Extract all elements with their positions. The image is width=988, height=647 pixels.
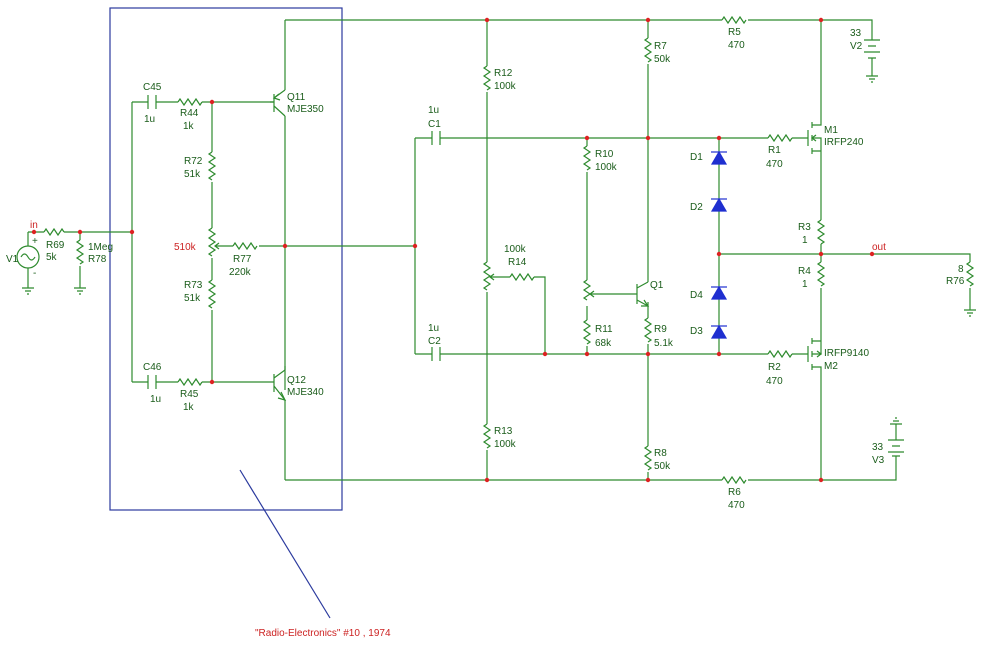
pointer-line <box>239 469 331 619</box>
label-r1-val: 470 <box>766 159 783 170</box>
label-r4-val: 1 <box>802 279 808 290</box>
potentiometers <box>207 227 595 301</box>
label-r1: R1 <box>768 145 781 156</box>
net-in: in <box>30 220 38 231</box>
label-r12: R12 <box>494 68 513 79</box>
label-v3-val: 33 <box>872 442 884 453</box>
capacitors <box>147 95 441 389</box>
label-r10: R10 <box>595 149 614 160</box>
label-q11-val: MJE350 <box>287 104 324 115</box>
label-v2-val: 33 <box>850 28 862 39</box>
diodes <box>710 150 728 339</box>
sources: + - <box>16 39 904 457</box>
label-r3-val: 1 <box>802 235 808 246</box>
label-d3: D3 <box>690 326 703 337</box>
label-c45-val: 1u <box>144 114 155 125</box>
label-c46-val: 1u <box>150 394 161 405</box>
resistors <box>43 15 975 485</box>
outline-box <box>109 7 343 511</box>
label-v2: V2 <box>850 41 863 52</box>
label-m1: M1 <box>824 125 838 136</box>
label-r6: R6 <box>728 487 741 498</box>
label-q1: Q1 <box>650 280 664 291</box>
label-r6-val: 470 <box>728 500 745 511</box>
label-r5: R5 <box>728 27 741 38</box>
label-r8: R8 <box>654 448 667 459</box>
v1-plus: + <box>32 236 38 247</box>
label-c2-val: 1u <box>428 323 439 334</box>
label-d1: D1 <box>690 152 703 163</box>
label-r69: R69 <box>46 240 65 251</box>
label-r9: R9 <box>654 324 667 335</box>
label-q11: Q11 <box>287 92 306 103</box>
label-r72-val: 51k <box>184 169 201 180</box>
label-r45: R45 <box>180 389 199 400</box>
label-r9-val: 5.1k <box>654 338 674 349</box>
label-r73-val: 51k <box>184 293 201 304</box>
net-out: out <box>872 242 886 253</box>
wires <box>27 19 971 481</box>
label-r78-val: 1Meg <box>88 242 113 253</box>
label-r8-val: 50k <box>654 461 671 472</box>
label-r44-val: 1k <box>183 121 195 132</box>
label-r76: R76 <box>946 276 965 287</box>
label-r12-val: 100k <box>494 81 517 92</box>
label-v1: V1 <box>6 254 19 265</box>
label-q12: Q12 <box>287 375 306 386</box>
label-r10-val: 100k <box>595 162 618 173</box>
label-q12-val: MJE340 <box>287 387 324 398</box>
v1-minus: - <box>33 268 36 279</box>
label-r76-val: 8 <box>958 264 964 275</box>
label-r77-val: 220k <box>229 267 252 278</box>
label-r7-val: 50k <box>654 54 671 65</box>
label-m1-val: IRFP240 <box>824 137 864 148</box>
label-v3: V3 <box>872 455 885 466</box>
label-r3: R3 <box>798 222 811 233</box>
grounds <box>22 75 976 425</box>
label-c45: C45 <box>143 82 162 93</box>
transistors <box>270 89 822 401</box>
label-r44: R44 <box>180 108 199 119</box>
label-r72: R72 <box>184 156 203 167</box>
label-r14-val: 100k <box>504 244 527 255</box>
label-r5-val: 470 <box>728 40 745 51</box>
label-r2: R2 <box>768 362 781 373</box>
labels: in V1 R69 5k 1Meg R78 C45 1u R44 1k Q11 … <box>6 27 965 511</box>
label-r4: R4 <box>798 266 811 277</box>
label-r14: R14 <box>508 257 527 268</box>
label-r7: R7 <box>654 41 667 52</box>
label-c1: C1 <box>428 119 441 130</box>
caption: "Radio-Electronics" #10 , 1974 <box>255 628 391 639</box>
label-r2-val: 470 <box>766 376 783 387</box>
label-pot-val: 510k <box>174 242 197 253</box>
label-d2: D2 <box>690 202 703 213</box>
label-m2: M2 <box>824 361 838 372</box>
label-r11-val: 68k <box>595 338 612 349</box>
label-r11: R11 <box>595 324 613 335</box>
label-c1-val: 1u <box>428 105 439 116</box>
label-r78: R78 <box>88 254 107 265</box>
label-r13: R13 <box>494 426 513 437</box>
label-r69-val: 5k <box>46 252 58 263</box>
label-m2-val: IRFP9140 <box>824 348 869 359</box>
label-c2: C2 <box>428 336 441 347</box>
label-r45-val: 1k <box>183 402 195 413</box>
label-c46: C46 <box>143 362 162 373</box>
junction-dots <box>31 17 875 483</box>
label-r13-val: 100k <box>494 439 517 450</box>
label-r73: R73 <box>184 280 203 291</box>
label-r77: R77 <box>233 254 252 265</box>
label-d4: D4 <box>690 290 703 301</box>
